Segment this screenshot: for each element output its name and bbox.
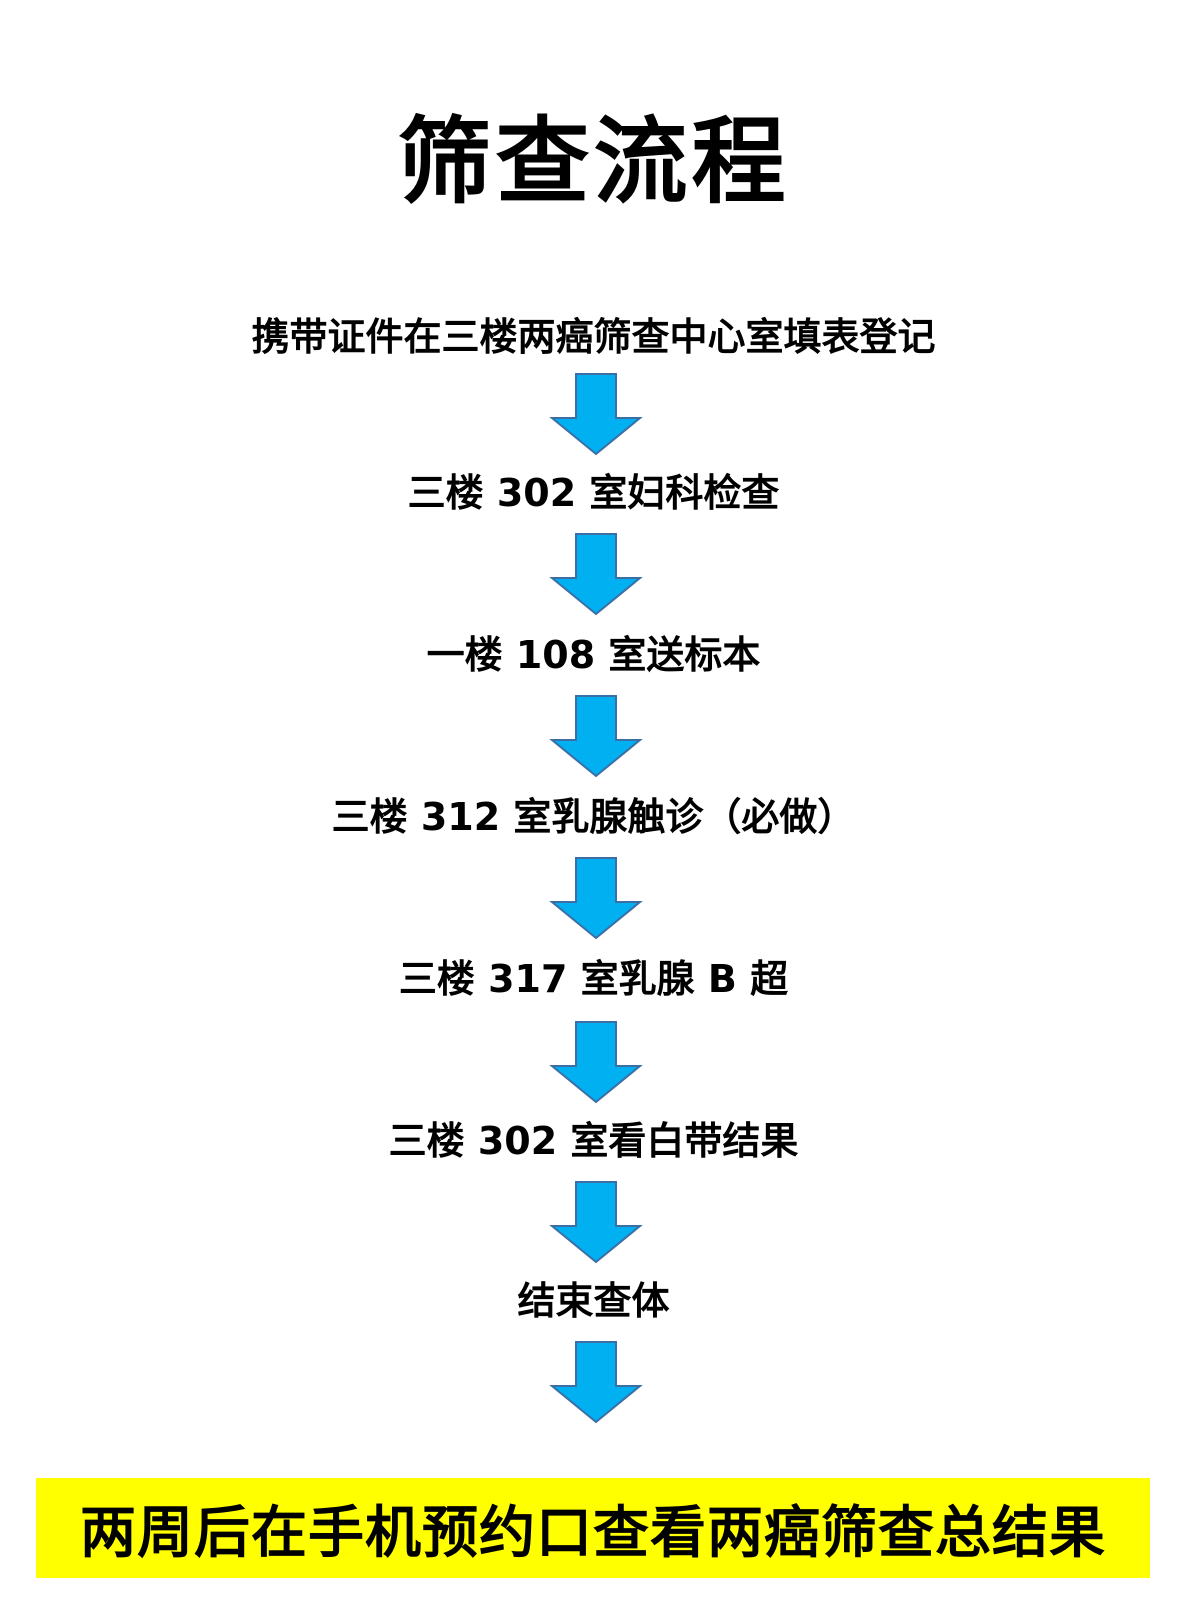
final-result-text: 两周后在手机预约口查看两癌筛查总结果 <box>80 1500 1106 1566</box>
arrow-down-icon <box>548 372 644 456</box>
page-title: 筛查流程 <box>397 108 790 217</box>
step-6-leukorrhea-result: 三楼 302 室看白带结果 <box>388 1119 799 1163</box>
arrow-down-icon <box>548 1340 644 1424</box>
step-3-specimen: 一楼 108 室送标本 <box>426 633 761 677</box>
step-2-gynecology: 三楼 302 室妇科检查 <box>407 471 780 515</box>
arrow-down-icon <box>548 856 644 940</box>
arrow-down-icon <box>548 1180 644 1264</box>
arrow-down-icon <box>548 694 644 778</box>
step-5-breast-ultrasound: 三楼 317 室乳腺 B 超 <box>398 957 789 1001</box>
final-result-banner: 两周后在手机预约口查看两癌筛查总结果 <box>36 1478 1150 1578</box>
arrow-down-icon <box>548 1020 644 1104</box>
step-7-finish: 结束查体 <box>517 1279 670 1323</box>
arrow-down-icon <box>548 532 644 616</box>
step-1-registration: 携带证件在三楼两癌筛查中心室填表登记 <box>251 315 936 359</box>
step-4-breast-palpation: 三楼 312 室乳腺触诊（必做） <box>331 795 856 839</box>
